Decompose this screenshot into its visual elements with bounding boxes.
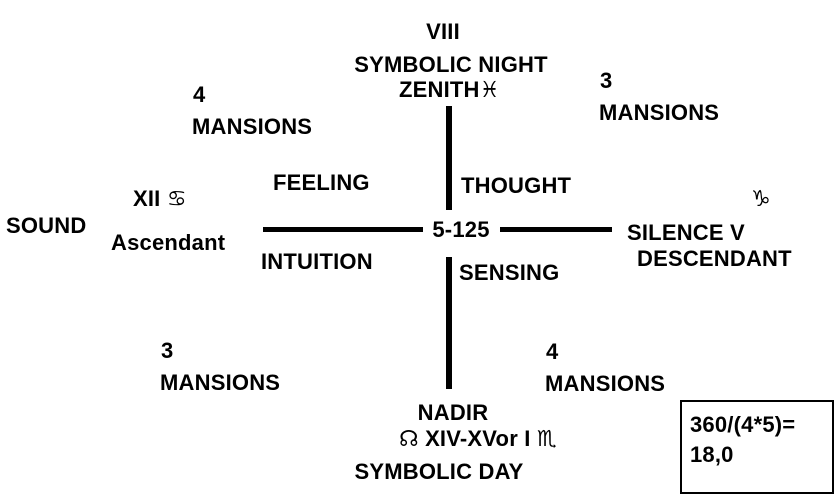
zenith-text: ZENITH xyxy=(399,77,480,102)
sound-label: SOUND xyxy=(6,213,87,238)
zenith-label: ZENITH♓ xyxy=(399,77,500,103)
formula-line-2: 18,0 xyxy=(690,442,734,467)
cancer-icon: ♋ xyxy=(166,187,187,212)
intuition-label: INTUITION xyxy=(261,249,373,274)
left-numeral: XII ♋ xyxy=(133,186,187,212)
ascendant-label: Ascendant xyxy=(111,230,226,255)
bottom-numerals-text: XIV-XVor I xyxy=(425,426,531,451)
center-label: 5-125 xyxy=(432,217,490,242)
mansions-bottom-right-count: 4 xyxy=(546,339,559,364)
silence-label: SILENCE V xyxy=(627,220,745,245)
mansions-top-left-count: 4 xyxy=(193,82,206,107)
sensing-label: SENSING xyxy=(459,260,560,285)
mansions-bottom-left-label: MANSIONS xyxy=(160,370,281,395)
formula-box: 360/(4*5)= 18,0 xyxy=(680,400,834,494)
mansions-top-right-count: 3 xyxy=(600,68,613,93)
left-numeral-text: XII xyxy=(133,186,161,211)
bottom-numerals-row: ☊ XIV-XVor I ♏ xyxy=(399,426,557,452)
horizontal-axis-left xyxy=(263,227,423,232)
vertical-axis-bottom xyxy=(446,257,452,389)
top-numeral: VIII xyxy=(426,19,460,44)
horizontal-axis-right xyxy=(500,227,612,232)
descendant-label: DESCENDANT xyxy=(637,246,792,271)
vertical-axis-top xyxy=(446,106,452,210)
mansions-top-left-label: MANSIONS xyxy=(192,114,313,139)
capricorn-icon: ♑ xyxy=(751,187,771,212)
scorpio-icon: ♏ xyxy=(536,427,557,452)
mansions-top-right-label: MANSIONS xyxy=(599,100,720,125)
feeling-label: FEELING xyxy=(273,170,370,195)
nadir-label: NADIR xyxy=(417,400,489,425)
mansions-bottom-right-label: MANSIONS xyxy=(545,371,666,396)
pisces-icon: ♓ xyxy=(479,78,500,103)
mansions-bottom-left-count: 3 xyxy=(161,338,174,363)
thought-label: THOUGHT xyxy=(461,173,572,198)
formula-line-1: 360/(4*5)= xyxy=(690,412,796,437)
symbolic-night-label: SYMBOLIC NIGHT xyxy=(354,52,548,77)
north-node-icon: ☊ xyxy=(399,427,419,452)
symbolic-day-label: SYMBOLIC DAY xyxy=(354,459,524,484)
